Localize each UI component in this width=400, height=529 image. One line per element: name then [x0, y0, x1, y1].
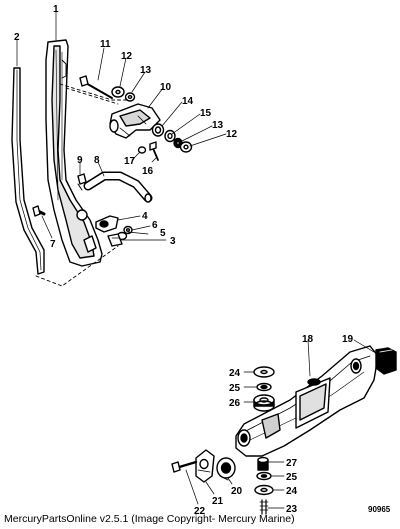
parts-12-13-washers-upper: [111, 86, 136, 102]
dashed-guide-lines: [35, 83, 131, 287]
part-18-housing: [235, 345, 379, 457]
part-7-screw: [32, 205, 46, 217]
callout-24-lower: 24: [286, 486, 298, 497]
callout-25-lower: 25: [286, 472, 298, 483]
callout-16: 16: [142, 166, 154, 177]
callout-1: 1: [53, 4, 59, 15]
part-1-bracket: [45, 39, 103, 267]
part-8-hose: [83, 171, 153, 203]
callout-4: 4: [142, 211, 148, 222]
part-4-cam: [95, 215, 119, 233]
callout-14: 14: [182, 96, 194, 107]
callout-22: 22: [194, 506, 206, 517]
callout-26: 26: [229, 398, 241, 409]
callout-25-upper: 25: [229, 383, 241, 394]
callout-15: 15: [200, 108, 212, 119]
callout-11: 11: [100, 39, 111, 50]
callout-7: 7: [50, 239, 56, 250]
parts-16-17-bolt-washer: [137, 141, 159, 161]
part-20-bushing: [216, 457, 236, 481]
callout-13-upper: 13: [140, 65, 152, 76]
callout-5: 5: [160, 228, 166, 239]
part-9-clip: [77, 173, 87, 191]
callout-24-upper: 24: [229, 368, 241, 379]
callout-10: 10: [160, 82, 172, 93]
parts-3-5-6-nuts-washers: [107, 225, 133, 247]
callout-6: 6: [152, 220, 158, 231]
image-credit: MercuryPartsOnline v2.5.1 (Image Copyrig…: [4, 513, 295, 525]
callout-12-lower: 12: [226, 129, 238, 140]
callout-19: 19: [342, 334, 354, 345]
figure-number: 90965: [368, 505, 391, 514]
part-22-bolt: [171, 460, 198, 473]
leader-lines: [16, 9, 375, 509]
callout-20: 20: [231, 486, 243, 497]
callout-8: 8: [94, 155, 100, 166]
callout-13-lower: 13: [212, 120, 224, 131]
part-10-swivel-block: [109, 103, 161, 139]
callout-27: 27: [286, 458, 298, 469]
callout-9: 9: [77, 155, 83, 166]
callout-3: 3: [170, 236, 176, 247]
parts-24-25-26-washer-stack-upper: [253, 366, 275, 412]
part-11-bolt: [79, 75, 113, 99]
parts-23-24-25-27-lower-stack: [254, 456, 274, 515]
part-21-bracket-piece: [195, 449, 215, 483]
callout-18: 18: [302, 334, 314, 345]
callout-2: 2: [14, 32, 20, 43]
callout-17: 17: [124, 156, 136, 167]
callout-23: 23: [286, 504, 298, 515]
callout-21: 21: [212, 496, 224, 507]
part-19-end-cap: [375, 347, 397, 375]
callout-12-upper: 12: [121, 51, 133, 62]
parts-14-15-13-12-washers-right: [151, 123, 193, 153]
part-2-strip: [11, 67, 45, 275]
callout-labels: 1 2 11 12 13 10 14 15 13 12 17 16 9 8 7 …: [14, 4, 354, 517]
